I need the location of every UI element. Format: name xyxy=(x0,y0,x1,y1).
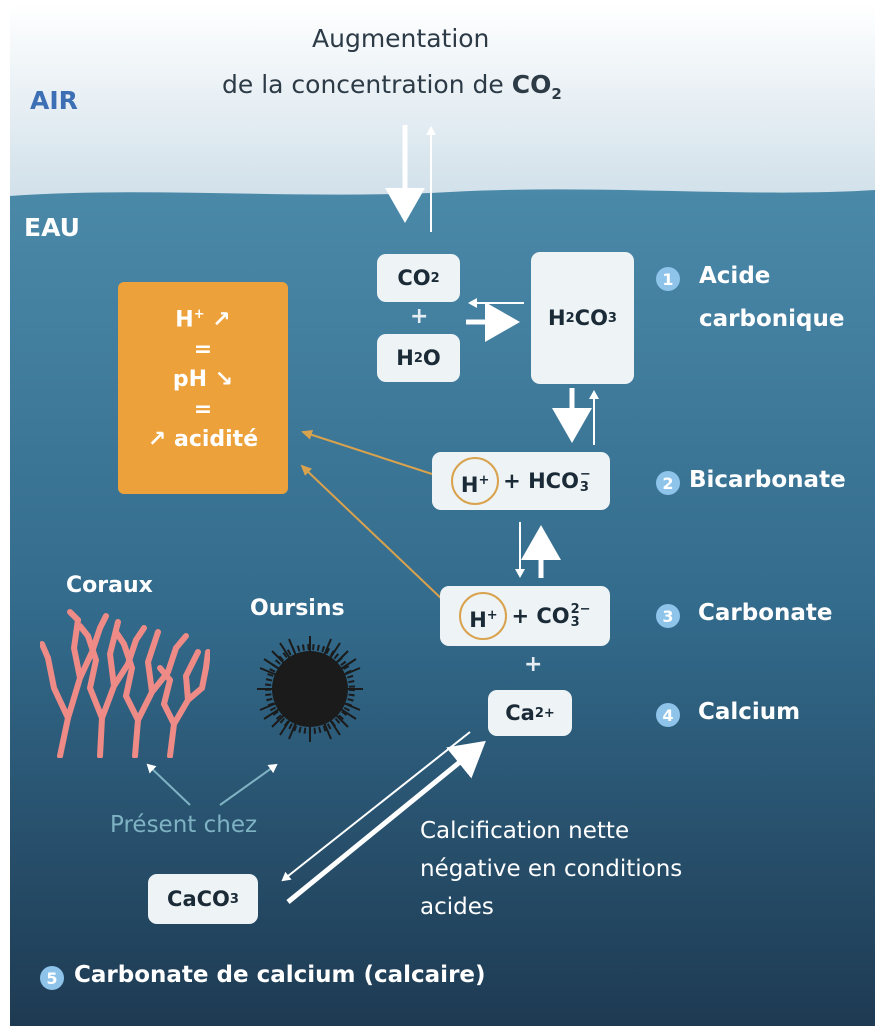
coraux-label: Coraux xyxy=(66,573,153,598)
oursins-label: Oursins xyxy=(250,596,345,621)
arrow-present-to-coraux xyxy=(146,763,191,806)
calcification-line2: négative en conditions xyxy=(420,856,683,882)
h-ion-circle-bicarbonate: H+ xyxy=(451,457,500,505)
step-1-label-line1: Acide xyxy=(699,263,771,289)
arrow-present-to-oursins xyxy=(219,763,278,806)
step-2-badge: 2 xyxy=(656,471,680,495)
header-line2: de la concentration de xyxy=(222,70,504,99)
step-4-label: Calcium xyxy=(698,699,801,725)
coral-illustration xyxy=(40,609,210,758)
acidity-line-acidite: ↗ acidité xyxy=(147,427,259,453)
step-3-badge: 3 xyxy=(656,604,680,628)
step-2-label: Bicarbonate xyxy=(689,467,846,493)
acidity-eq2: = xyxy=(193,397,213,423)
sky-area xyxy=(10,4,875,204)
acidity-line-ph: pH ↘ xyxy=(172,367,234,393)
header-co2: CO2 xyxy=(511,70,562,103)
acidity-box: H+ ↗ = pH ↘ = ↗ acidité xyxy=(118,282,288,494)
arrow-caco3-to-calcium xyxy=(286,740,486,904)
air-label: AIR xyxy=(30,86,78,115)
bicarbonate-box: H+ + HCO−3 xyxy=(432,452,610,510)
acidity-eq1: = xyxy=(193,337,213,363)
arrow-h-bicarb-to-acidity xyxy=(301,430,433,475)
step-3-label: Carbonate xyxy=(698,600,833,626)
calcification-line3: acides xyxy=(420,894,494,920)
water-label: EAU xyxy=(24,213,80,242)
acidity-line-h: H+ ↗ xyxy=(175,307,231,333)
step-4-badge: 4 xyxy=(656,703,680,727)
header-line2-wrap: de la concentration de CO2 xyxy=(222,70,562,103)
step-1-badge: 1 xyxy=(656,267,680,291)
step-5-label: Carbonate de calcium (calcaire) xyxy=(74,962,486,988)
step-5-badge: 5 xyxy=(40,966,64,990)
header-line1: Augmentation xyxy=(312,24,490,53)
h-ion-circle-carbonate: H+ xyxy=(459,592,508,640)
calcification-line1: Calcification nette xyxy=(420,818,630,844)
arrow-calcium-to-caco3 xyxy=(281,731,471,882)
plus-carbonate-calcium: + xyxy=(524,652,543,677)
arrow-h-carb-to-acidity xyxy=(300,464,446,603)
urchin-illustration xyxy=(257,636,363,742)
present-chez-label: Présent chez xyxy=(110,812,258,838)
step-1-label-line2: carbonique xyxy=(699,306,845,332)
plus-co2-h2o: + xyxy=(410,304,429,329)
